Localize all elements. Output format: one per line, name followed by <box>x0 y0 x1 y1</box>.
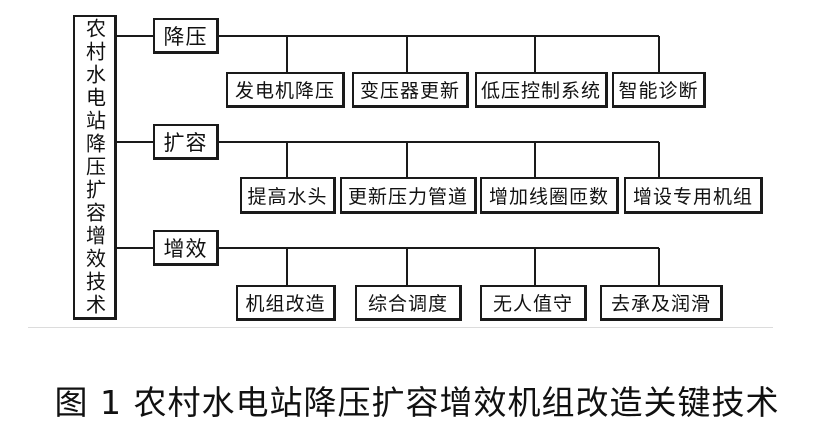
leaf-node: 机组改造 <box>236 285 336 321</box>
leaf-node: 无人值守 <box>480 285 587 321</box>
leaf-label: 智能诊断 <box>618 80 699 102</box>
leaf-node: 去承及润滑 <box>600 285 723 321</box>
leaf-label: 低压控制系统 <box>480 80 601 102</box>
leaf-label: 增加线圈匝数 <box>488 185 609 208</box>
leaf-node: 低压控制系统 <box>475 72 608 108</box>
category-node: 增效 <box>153 230 219 266</box>
leaf-label: 变压器更新 <box>359 80 460 102</box>
divider <box>28 327 773 328</box>
leaf-label: 综合调度 <box>367 293 448 315</box>
leaf-node: 智能诊断 <box>612 72 706 108</box>
leaf-node: 提高水头 <box>240 177 336 214</box>
category-label: 增效 <box>163 236 208 261</box>
leaf-node: 发电机降压 <box>226 72 345 108</box>
root-node: 农村水电站降压扩容增效技术 <box>73 15 117 320</box>
leaf-label: 提高水头 <box>247 185 328 208</box>
leaf-label: 无人值守 <box>492 293 573 315</box>
leaf-label: 去承及润滑 <box>610 293 711 315</box>
leaf-node: 综合调度 <box>355 285 462 321</box>
category-label: 降压 <box>163 24 208 49</box>
leaf-label: 机组改造 <box>245 293 326 315</box>
leaf-node: 增设专用机组 <box>624 177 763 214</box>
leaf-node: 更新压力管道 <box>340 177 477 214</box>
leaf-label: 增设专用机组 <box>632 185 753 208</box>
category-label: 扩容 <box>163 130 208 155</box>
category-node: 扩容 <box>153 124 219 160</box>
leaf-label: 发电机降压 <box>234 80 335 102</box>
category-node: 降压 <box>153 18 219 54</box>
root-label: 农村水电站降压扩容增效技术 <box>82 17 107 317</box>
figure-caption: 图 1 农村水电站降压扩容增效机组改造关键技术 <box>54 383 780 422</box>
leaf-node: 增加线圈匝数 <box>480 177 619 214</box>
leaf-label: 更新压力管道 <box>347 185 468 208</box>
leaf-node: 变压器更新 <box>352 72 469 108</box>
